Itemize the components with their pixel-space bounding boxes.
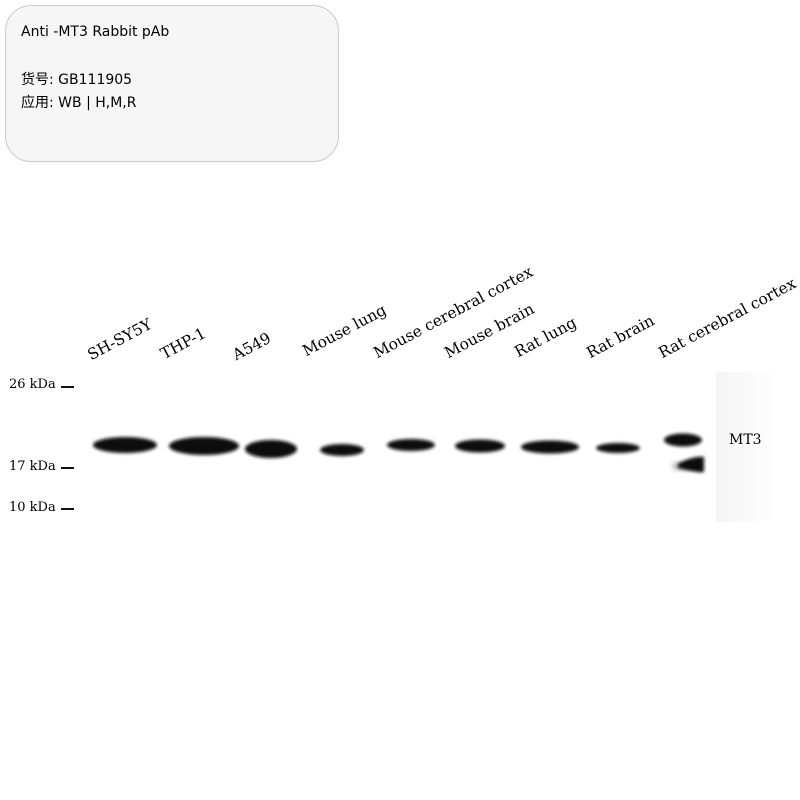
band-sh-sy5y [93, 437, 157, 453]
product-title: Anti -MT3 Rabbit pAb [21, 24, 170, 40]
band-label-mt3: MT3 [729, 432, 762, 448]
band-thp-1 [169, 437, 239, 455]
band-mouse-lung [320, 444, 364, 456]
marker-tick-17 [61, 467, 74, 469]
application-label: 应用: [21, 95, 54, 111]
product-info-card: Anti -MT3 Rabbit pAb 货号: GB111905 应用: WB… [5, 5, 339, 162]
band-rat-lung [521, 440, 579, 454]
band-a549 [245, 440, 297, 458]
catalog-label: 货号: [21, 72, 54, 88]
catalog-line: 货号: GB111905 [21, 69, 132, 89]
marker-tick-26 [61, 386, 74, 388]
band-mouse-brain [455, 439, 505, 453]
band-mouse-cerebral-cortex [387, 439, 435, 451]
application-value: WB | H,M,R [58, 95, 137, 111]
band-rat-brain [596, 443, 640, 453]
marker-17-kda: 17 kDa [9, 459, 56, 474]
band-rat-cerebral-cortex-upper [664, 433, 702, 447]
marker-tick-10 [61, 508, 74, 510]
band-rat-cerebral-cortex-smear [672, 463, 692, 469]
marker-10-kda: 10 kDa [9, 500, 56, 515]
membrane-edge [716, 372, 774, 522]
marker-26-kda: 26 kDa [9, 377, 56, 392]
catalog-value: GB111905 [58, 72, 133, 88]
application-line: 应用: WB | H,M,R [21, 92, 136, 112]
